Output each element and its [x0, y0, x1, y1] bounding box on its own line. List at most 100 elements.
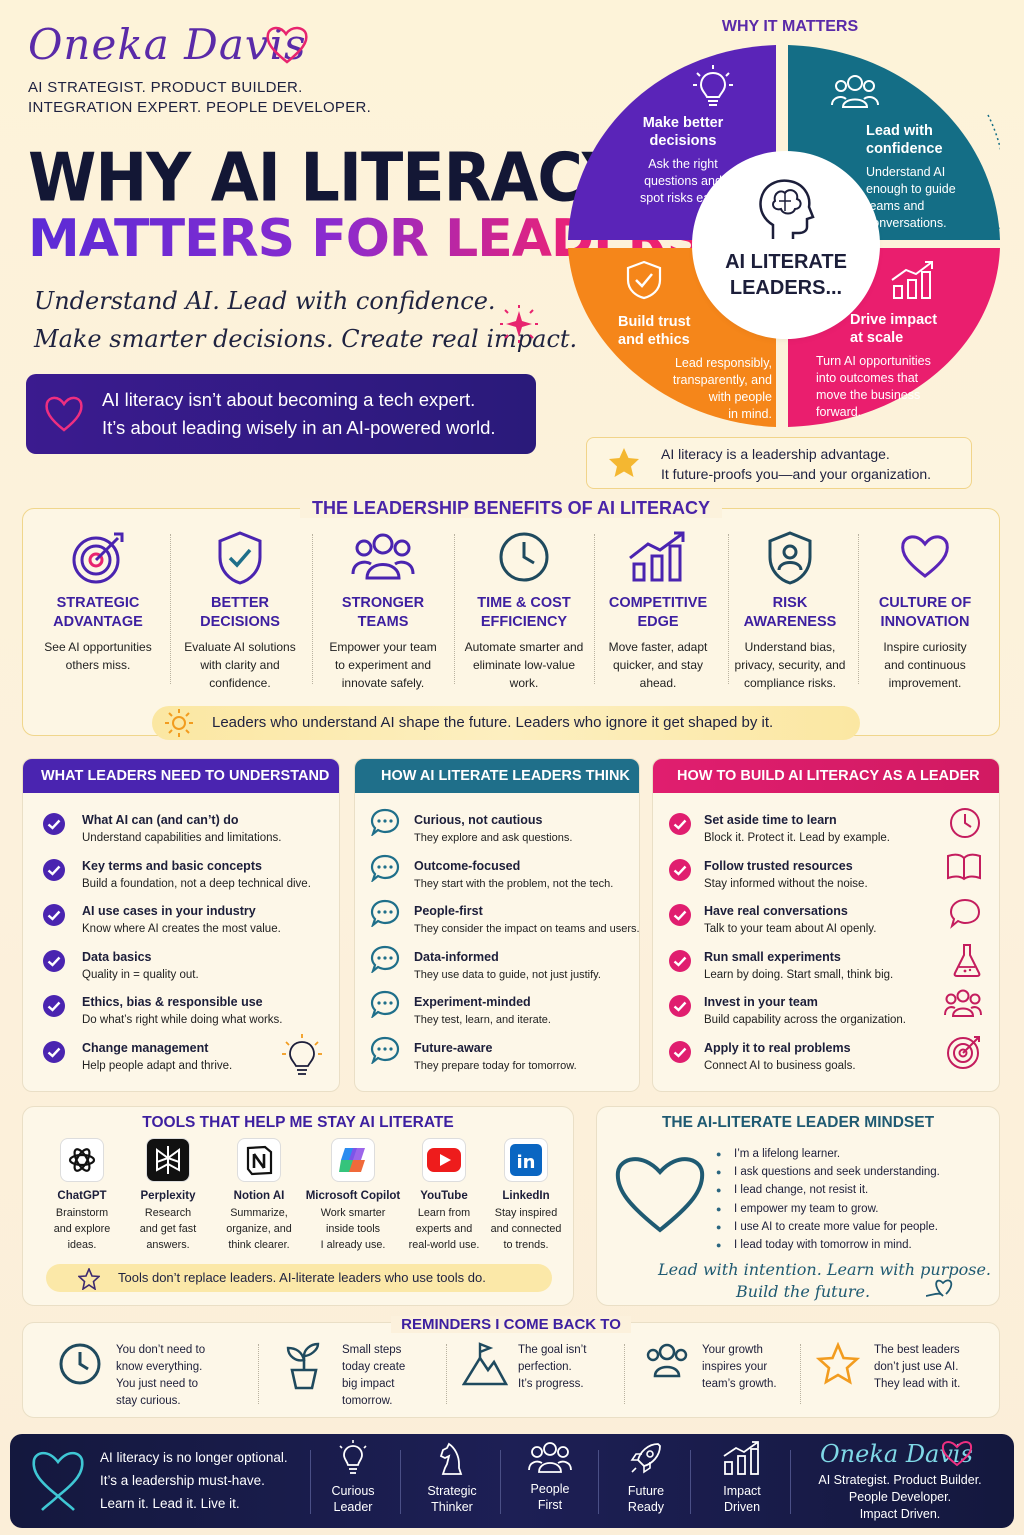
lightbulb-icon [282, 1033, 322, 1075]
list-item-title: Data basics [82, 949, 152, 964]
chess-knight-icon [439, 1442, 463, 1475]
list-item-desc: They prepare today for tomorrow. [414, 1059, 577, 1072]
callout-line: It’s about leading wisely in an AI-power… [102, 417, 496, 438]
list-item-desc: Build a foundation, not a deep technical… [82, 877, 311, 890]
footer-message: AI literacy is no longer optional.It’s a… [100, 1450, 288, 1511]
list-item-title: Future-aware [414, 1040, 493, 1055]
divider [170, 534, 171, 684]
subtitle-line: Make smarter decisions. Create real impa… [34, 325, 578, 353]
list-item: I use AI to create more value for people… [716, 1218, 940, 1236]
list-item-icon [668, 812, 692, 841]
quadrant-title: and ethics [618, 332, 690, 348]
quadrant-title: decisions [649, 133, 717, 149]
check-circle-icon [43, 858, 65, 881]
divider [312, 534, 313, 684]
mountain-flag-icon [462, 1342, 508, 1386]
list-item-icon [42, 903, 66, 932]
list-item: I’m a lifelong learner. [716, 1145, 940, 1163]
check-circle-icon [669, 858, 691, 881]
mindset-list: I’m a lifelong learner. I ask questions … [716, 1145, 940, 1254]
quadrant-title: confidence [866, 141, 943, 157]
team-icon [646, 1343, 688, 1378]
list-item-desc: Block it. Protect it. Lead by example. [704, 832, 891, 844]
list-item-desc: Connect AI to business goals. [704, 1059, 856, 1072]
tagline-line: INTEGRATION EXPERT. PEOPLE DEVELOPER. [28, 99, 372, 116]
divider [454, 534, 455, 684]
list-item-title: Follow trusted resources [704, 858, 853, 873]
divider [858, 534, 859, 684]
divider [310, 1450, 311, 1514]
list-item-desc: Know where AI creates the most value. [82, 923, 281, 935]
heart-icon [45, 396, 83, 432]
list-item-icon [370, 854, 400, 887]
lightbulb-icon [339, 1440, 367, 1474]
list-item-desc: They consider the impact on teams and us… [414, 923, 640, 935]
list-item-title: Ethics, bias & responsible use [82, 995, 263, 1009]
mindset-title: THE AI-LITERATE LEADER MINDSET [661, 1114, 935, 1131]
divider [624, 1344, 625, 1404]
footer-tagline: AI Strategist. Product Builder.People De… [818, 1473, 982, 1521]
check-circle-icon [669, 813, 691, 835]
callout-line: AI literacy isn’t about becoming a tech … [102, 389, 476, 410]
check-circle-icon [669, 904, 691, 926]
think-panel: HOW AI LITERATE LEADERS THINK [354, 758, 640, 1092]
heart-icon [615, 1157, 705, 1233]
check-circle-icon [669, 949, 691, 972]
divider [790, 1450, 791, 1514]
list-item-side-icon [282, 1033, 322, 1083]
heart-icon [941, 1441, 973, 1467]
list-item-desc: Help people adapt and thrive. [82, 1059, 233, 1072]
check-circle-icon [43, 995, 65, 1017]
star-icon [609, 448, 639, 477]
divider [598, 1450, 599, 1514]
heart-icon [266, 26, 308, 64]
list-item: I ask questions and seek understanding. [716, 1163, 940, 1181]
list-item-desc: They test, learn, and iterate. [414, 1014, 551, 1026]
subtitle-line: Understand AI. Lead with confidence. [34, 287, 496, 315]
sun-icon [165, 709, 193, 737]
tools-title: TOOLS THAT HELP ME STAY AI LITERATE [142, 1114, 454, 1131]
team-icon [528, 1442, 572, 1473]
list-item-icon [42, 858, 66, 887]
chat-bubble-icon [370, 808, 400, 838]
list-item-title: Apply it to real problems [704, 1040, 851, 1055]
plant-icon [286, 1342, 320, 1390]
team-icon [351, 533, 415, 580]
check-circle-icon [669, 995, 691, 1017]
list-item-icon [668, 1040, 692, 1069]
book-icon [947, 853, 981, 880]
tools-footer: Tools don’t replace leaders. AI-literate… [46, 1264, 552, 1292]
list-item-side-icon [948, 806, 982, 845]
reminders-title: REMINDERS I COME BACK TO [22, 1316, 1000, 1333]
list-item-side-icon [946, 1034, 982, 1075]
target-icon [72, 532, 124, 584]
divider [258, 1344, 259, 1404]
list-item-desc: Learn by doing. Start small, think big. [704, 968, 894, 981]
chat-bubble-icon [370, 1036, 400, 1065]
chat-bubble-icon [370, 990, 400, 1020]
list-item-icon [370, 945, 400, 978]
list-item-icon [42, 812, 66, 841]
shield-person-icon [768, 531, 812, 585]
quadrant-impact: Drive impact at scale Turn AI opportunit… [812, 260, 982, 421]
